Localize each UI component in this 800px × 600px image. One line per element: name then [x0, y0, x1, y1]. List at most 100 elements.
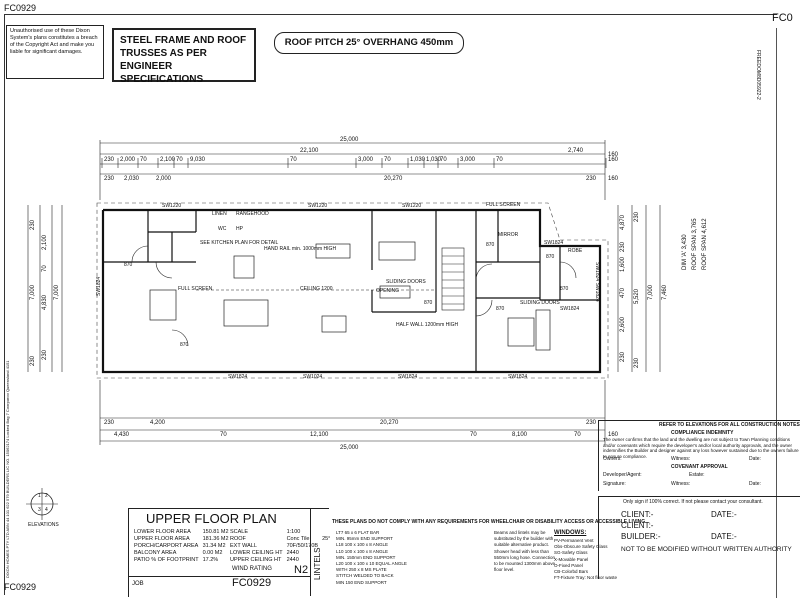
owners-field[interactable]: Owners: — [603, 456, 622, 462]
dim-top-row3-item: 3,000 — [460, 157, 476, 163]
lintel-item: WITH 250 x 8 MS PLATE — [336, 567, 387, 573]
dim-top-row3-item: 230 — [104, 157, 115, 163]
estate-field[interactable]: Estate: — [689, 472, 705, 478]
title-divider-v — [310, 508, 311, 596]
bearer-note-line: suitable alternative product. — [494, 542, 550, 548]
dim-top-row3-item: 70 — [496, 157, 503, 163]
spec-row: UPPER CEILING HT 2440 — [228, 557, 332, 564]
area-cell: 150.81 M2 — [202, 529, 229, 535]
wind-rating-label: WIND RATING — [232, 566, 272, 572]
label-robe: ROBE — [568, 248, 583, 254]
dim-right-h: 7,000 — [648, 284, 654, 300]
dim-right-d: 5,520 — [634, 288, 640, 304]
lintels-label: LINTELS — [313, 547, 322, 580]
spec-cell: 2440 — [286, 557, 299, 563]
spec-cell: 2440 — [286, 550, 299, 556]
dim-right-f: 2,600 — [620, 316, 626, 332]
dim-top-row3-item: 70 — [290, 157, 297, 163]
dim-right-a: 4,870 — [620, 214, 626, 230]
area-cell: PATIO % OF FOOTPRINT — [134, 557, 199, 563]
label-ceiling: CEILING 1200 — [300, 286, 333, 292]
witness-field-1[interactable]: Witness: — [671, 456, 691, 462]
lintel-item: MIN. 95mm END SUPPORT — [336, 536, 393, 542]
area-cell: 31.34 M2 — [202, 543, 226, 549]
area-cell: UPPER FLOOR AREA — [134, 536, 190, 542]
dim-left-a: 230 — [30, 219, 36, 230]
dim-top-row4-a: 230 — [104, 176, 115, 182]
label-full-screen-left: FULL SCREEN — [178, 286, 213, 292]
developer-field[interactable]: Developer/Agent: — [603, 472, 642, 478]
dim-right-e: 470 — [620, 287, 626, 298]
label-window-7: SW1824 — [508, 374, 527, 380]
date-field-2[interactable]: Date: — [749, 481, 761, 487]
elevations-key: 1 2 3 4 ELEVATIONS — [24, 486, 60, 530]
dim-top-row4-f: 160 — [608, 176, 619, 182]
date-field-1[interactable]: Date: — [749, 456, 761, 462]
date-field-client-2[interactable]: DATE:- — [711, 532, 737, 541]
dim-top-row2-c: 160 — [608, 152, 619, 158]
client-field-1[interactable]: CLIENT:- — [621, 510, 654, 519]
spec-cell: 70F/50/170B — [286, 543, 319, 549]
indemnity-title: COMPLIANCE INDEMNITY — [671, 430, 734, 436]
steel-frame-note: STEEL FRAME AND ROOF TRUSSES AS PER ENGI… — [112, 28, 256, 85]
stairs — [441, 247, 465, 311]
left-dimensions — [27, 205, 63, 372]
interior-walls — [103, 210, 600, 372]
dim-left-e: 230 — [42, 349, 48, 360]
area-cell: 0.00 M2 — [202, 550, 223, 556]
spec-cell: UPPER CEILING HT — [230, 557, 282, 563]
window-code-item: O-Fixed Panel — [554, 562, 583, 568]
doors — [131, 245, 577, 347]
bearer-note-line: to be mounted 1300mm above — [494, 561, 556, 567]
label-window-3: SW1220 — [402, 203, 421, 209]
dim-right-text-b: ROOF SPAN 3,765 — [692, 218, 698, 270]
dim-bottom-row2-f: 70 — [574, 432, 581, 438]
dim-top-row3-item: 9,030 — [190, 157, 206, 163]
label-window-1: SW1220 — [162, 203, 181, 209]
dim-right-i: 7,460 — [662, 284, 668, 300]
company-vertical-text: DIXON HOMES PTY LTD ABN 44 101 622 579 B… — [5, 360, 10, 578]
sheet-ref-bottom: FC0929 — [4, 582, 37, 592]
dim-top-row3-item: 70 — [140, 157, 147, 163]
builder-field[interactable]: BUILDER:- — [621, 532, 661, 541]
window-code-item: X-Movable Panel — [554, 556, 589, 562]
right-edge-line — [776, 28, 777, 598]
label-sliding-1: SLIDING DOORS — [386, 279, 426, 285]
plan-title: UPPER FLOOR PLAN — [146, 511, 277, 526]
dim-bottom-row2-d: 70 — [470, 432, 477, 438]
dim-left-c: 70 — [42, 265, 48, 272]
dim-bottom-row2-b: 70 — [220, 432, 227, 438]
date-field-client-1[interactable]: DATE:- — [711, 510, 737, 519]
label-hp: HP — [236, 226, 244, 232]
not-modified-note: NOT TO BE MODIFIED WITHOUT WRITTEN AUTHO… — [621, 546, 792, 553]
witness-field-2[interactable]: Witness: — [671, 481, 691, 487]
signature-field[interactable]: Signature: — [603, 481, 626, 487]
window-code-item: SG-Safety Glass — [554, 550, 588, 556]
dim-top-row4-d: 20,270 — [384, 176, 403, 182]
dim-bottom-row1-d: 230 — [586, 420, 597, 426]
lintel-item: L18 100 x 100 x 8 ANGLE — [336, 542, 389, 548]
dim-top-row2-b: 2,740 — [568, 148, 584, 154]
lintel-item: L10 100 x 100 x 8 ANGLE — [336, 548, 389, 554]
label-see-kitchen: SEE KITCHEN PLAN FOR DETAIL — [200, 240, 278, 246]
lintel-item: LT7 65 x 6 FLAT BAR — [336, 530, 380, 535]
dim-right-c: 1,600 — [620, 256, 626, 272]
label-door-870-d: 870 — [486, 242, 495, 248]
label-half-wall: HALF WALL 1200mm HIGH — [396, 322, 459, 328]
construction-panel: REFER TO ELEVATIONS FOR ALL CONSTRUCTION… — [598, 420, 800, 491]
label-wc: WC — [218, 226, 227, 232]
client-field-2[interactable]: CLIENT:- — [621, 521, 654, 530]
dim-right-j: 230 — [634, 211, 640, 222]
copyright-notice: Unauthorised use of these Dixon System's… — [6, 25, 104, 79]
steel-frame-text: STEEL FRAME AND ROOF TRUSSES AS PER ENGI… — [120, 35, 247, 85]
area-cell: 181.36 M2 — [202, 536, 229, 542]
area-row: UPPER FLOOR AREA 181.36 M2 — [132, 536, 231, 543]
lintel-item: MIN. 150mm END SUPPORT — [336, 554, 396, 560]
spec-cell: 1:100 — [286, 529, 301, 535]
